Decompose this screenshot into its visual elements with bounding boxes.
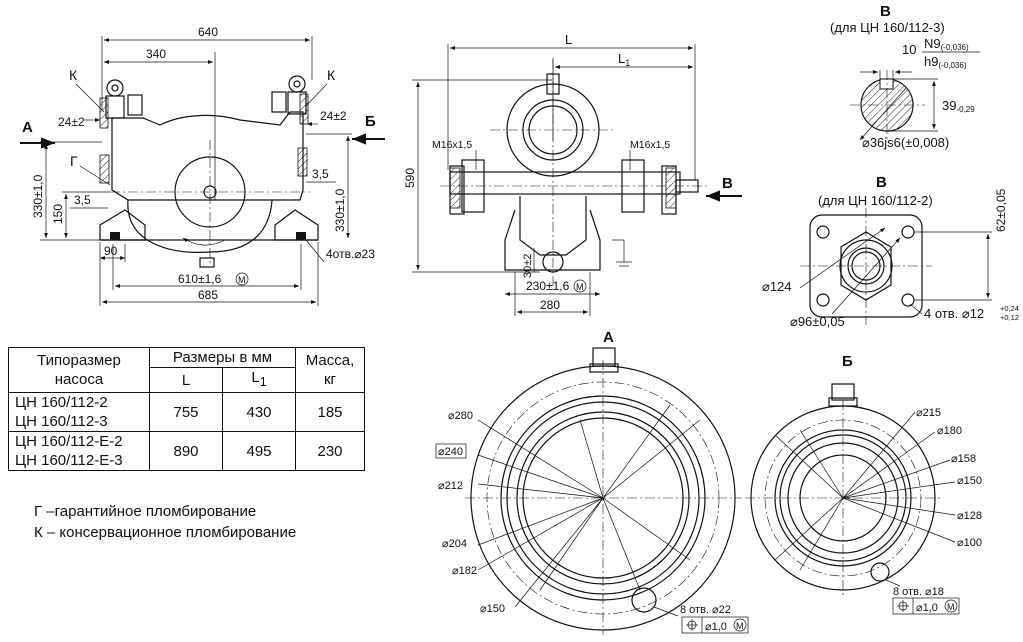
th-sizes: Размеры в мм <box>149 347 296 368</box>
dim-280: 280 <box>540 298 560 312</box>
thread-m16-left: M16x1,5 <box>432 139 472 151</box>
dim-150: 150 <box>51 204 65 224</box>
label-g: Г <box>70 153 78 169</box>
flange-b-tolerance: ⌀1,0 <box>916 602 938 614</box>
dim-330-right: 330±1,0 <box>333 188 347 232</box>
flange-b-dim-2: ⌀158 <box>951 453 976 465</box>
dim-685: 685 <box>198 288 218 302</box>
flange-b-dim-5: ⌀100 <box>957 537 982 549</box>
dim-24-right: 24±2 <box>320 109 347 123</box>
flange-a-dim-2: ⌀212 <box>438 480 463 492</box>
flange-a: А ⌀280 ⌀240 ⌀212 ⌀204 ⌀182 ⌀150 8 отв. ⌀… <box>435 329 749 635</box>
flange-b-dim-3: ⌀150 <box>957 475 982 487</box>
flange-a-dim-0: ⌀280 <box>448 410 473 422</box>
detail-v2-subtitle: (для ЦН 160/112-2) <box>818 193 933 208</box>
flange-b-title: Б <box>842 353 853 370</box>
dim-d96: ⌀96±0,05 <box>790 314 845 329</box>
flange-b-dim-4: ⌀128 <box>957 510 982 522</box>
flange-a-dim-1: ⌀240 <box>438 446 463 458</box>
detail-v-2: В (для ЦН 160/112-2) 62±0,05 ⌀124 ⌀96±0,… <box>762 174 1019 329</box>
dim-10: 10 <box>902 42 916 57</box>
dim-30: 30±2 <box>522 254 534 278</box>
flange-b-dim-0: ⌀215 <box>916 407 941 419</box>
detail-v3-subtitle: (для ЦН 160/112-3) <box>830 20 945 35</box>
arrow-a-label: А <box>22 119 33 136</box>
dim-h9: h9(-0,036) <box>924 54 967 70</box>
svg-text:M: M <box>238 275 246 285</box>
dim-n9: N9(-0,036) <box>924 36 969 52</box>
dim-24-left: 24±2 <box>58 115 85 129</box>
front-view: 640 340 К К <box>20 25 385 306</box>
dim-L1: L1 <box>618 51 630 68</box>
flange-a-title: А <box>603 329 614 346</box>
th-L: L <box>149 367 223 393</box>
dim-230: 230±1,6 <box>526 279 570 293</box>
dim-90: 90 <box>104 244 118 258</box>
th-L1: L1 <box>222 367 296 393</box>
note-k: К – консервационное пломбирование <box>34 524 297 541</box>
svg-text:M: M <box>947 602 955 612</box>
dim-640: 640 <box>198 25 218 39</box>
th-mass: Масса,кг <box>295 347 365 393</box>
dim-62: 62±0,05 <box>994 188 1008 232</box>
flange-b-dim-1: ⌀180 <box>937 425 962 437</box>
flange-b-holes: 8 отв. ⌀18 <box>893 586 944 598</box>
arrow-b-label: Б <box>365 113 376 130</box>
flange-b: Б ⌀215 ⌀180 ⌀158 ⌀150 ⌀128 ⌀100 8 отв. ⌀… <box>745 353 982 615</box>
dim-3-5-right: 3,5 <box>312 167 329 181</box>
detail-v-3: В (для ЦН 160/112-3) 10 N9(-0,036) h9(-0… <box>830 3 980 150</box>
svg-text:M: M <box>736 621 744 631</box>
dim-340: 340 <box>146 47 166 61</box>
dim-39: 39-0,29 <box>942 98 975 114</box>
dim-L: L <box>565 32 572 47</box>
dim-holes-23: 4отв.⌀23 <box>326 247 375 261</box>
flange-a-tolerance: ⌀1,0 <box>705 621 727 633</box>
detail-v2-title: В <box>876 174 887 191</box>
svg-text:M: M <box>576 282 584 292</box>
dim-d36: ⌀36js6(±0,008) <box>862 135 949 150</box>
flange-a-dim-4: ⌀182 <box>452 565 477 577</box>
holes-tol-up: +0,24 <box>1000 304 1019 313</box>
label-k-left: К <box>69 67 78 83</box>
dim-3-5-left: 3,5 <box>74 193 91 207</box>
flange-a-holes: 8 отв. ⌀22 <box>680 604 731 616</box>
flange-a-dim-3: ⌀204 <box>442 538 467 550</box>
arrow-v-label: В <box>722 175 733 192</box>
dim-590: 590 <box>403 168 417 188</box>
holes-tol-dn: +0,12 <box>1000 313 1019 322</box>
flange-a-dim-5: ⌀150 <box>480 603 505 615</box>
side-view: L L1 590 M16x1,5 <box>403 32 742 316</box>
label-k-right: К <box>327 67 336 83</box>
thread-m16-right: M16x1,5 <box>630 139 670 151</box>
dim-610: 610±1,6 <box>178 272 222 286</box>
dim-d124: ⌀124 <box>762 279 792 294</box>
detail-v3-title: В <box>880 3 891 20</box>
dim-holes-12: 4 отв. ⌀12 <box>924 306 984 321</box>
dim-330-left: 330±1,0 <box>31 174 45 218</box>
note-g: Г –гарантийное пломбирование <box>34 503 257 520</box>
